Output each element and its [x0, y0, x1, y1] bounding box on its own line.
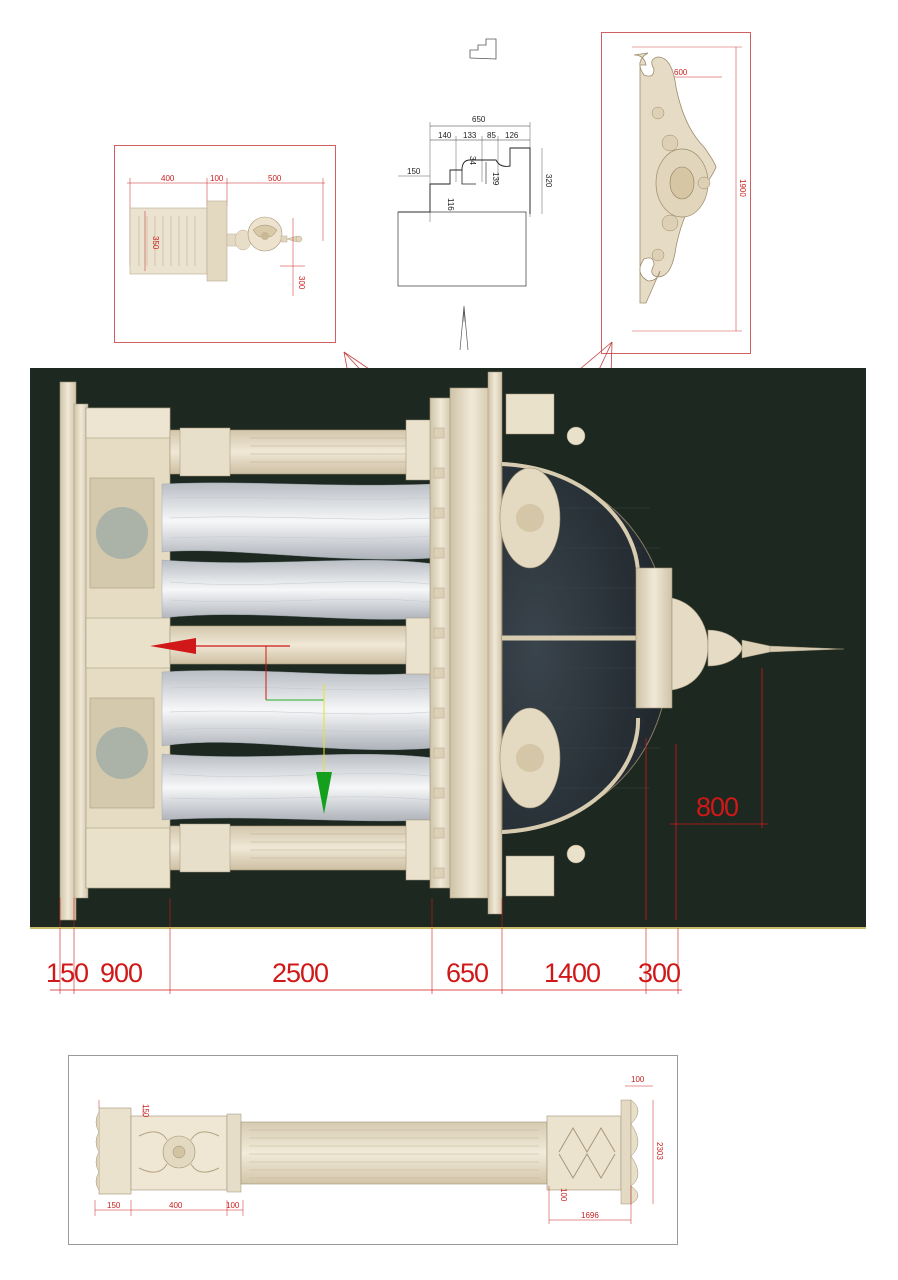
- dim-2500: 2500: [272, 958, 329, 988]
- ornament-dim-1900: 1900: [738, 179, 747, 197]
- profile-dim-140: 140: [438, 131, 452, 140]
- col-dim-400: 400: [169, 1201, 183, 1210]
- col-dim-150b: 150: [107, 1201, 121, 1210]
- urn-detail-frame: 400 100 500 350 300: [114, 145, 336, 343]
- col-dim-100c: 100: [559, 1188, 568, 1202]
- gazebo-drawing: [59, 371, 845, 928]
- column-drawing: 150 150 400 100 100 2303 100 1696: [94, 1075, 664, 1224]
- urn-dim-5: 300: [297, 276, 306, 290]
- col-dim-100b: 100: [631, 1075, 645, 1084]
- urn-dim-4: 350: [151, 236, 160, 250]
- dim-1400: 1400: [544, 958, 601, 988]
- dim-height-800: 800: [696, 792, 739, 822]
- col-dim-1696: 1696: [581, 1211, 599, 1220]
- profile-dim-320: 320: [544, 174, 553, 188]
- profile-detail: 650 140 133 85 126 34 139 150 320 116: [390, 22, 560, 352]
- profile-dim-150: 150: [407, 167, 421, 176]
- profile-dim-139: 139: [491, 172, 500, 186]
- profile-dim-126: 126: [505, 131, 519, 140]
- dim-650: 650: [446, 958, 489, 988]
- dimension-chain: [50, 928, 682, 994]
- profile-dim-650: 650: [472, 115, 486, 124]
- dim-300: 300: [638, 958, 681, 988]
- profile-drawing: 650 140 133 85 126 34 139 150 320 116: [397, 38, 553, 351]
- ornament-detail-frame: 600 1900: [601, 32, 751, 354]
- urn-dim-1: 400: [161, 174, 175, 183]
- ornament-drawing: 600 1900: [632, 46, 747, 332]
- ornament-dim-600: 600: [674, 68, 688, 77]
- profile-dim-116: 116: [446, 198, 455, 211]
- gazebo-render: 800: [30, 368, 866, 928]
- col-dim-100a: 100: [226, 1201, 240, 1210]
- dim-900: 900: [100, 958, 143, 988]
- profile-dim-85: 85: [487, 131, 496, 140]
- render-baseline: [30, 927, 866, 929]
- profile-dim-133: 133: [463, 131, 477, 140]
- urn-dim-3: 500: [268, 174, 282, 183]
- dim-150: 150: [46, 958, 89, 988]
- col-dim-150a: 150: [141, 1104, 150, 1118]
- urn-detail-drawing: 400 100 500 350 300: [127, 174, 325, 296]
- profile-dim-34: 34: [468, 156, 477, 165]
- column-detail-frame: 150 150 400 100 100 2303 100 1696: [68, 1055, 678, 1245]
- urn-dim-2: 100: [210, 174, 224, 183]
- col-dim-2303: 2303: [655, 1142, 664, 1160]
